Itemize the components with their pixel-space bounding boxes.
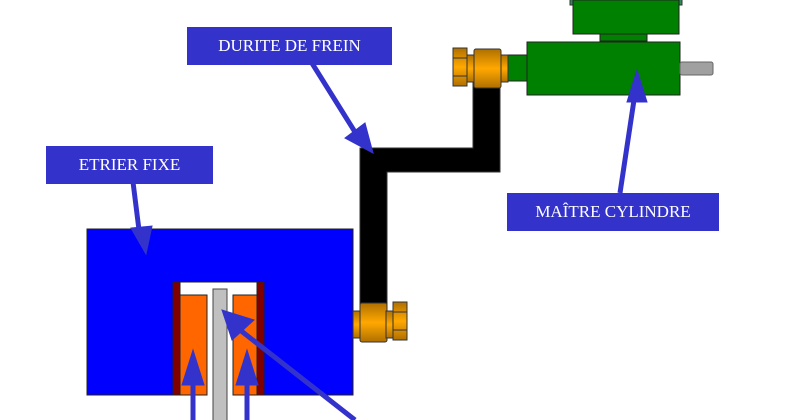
callout-arrows xyxy=(130,58,648,420)
pad-left-backing xyxy=(172,281,181,396)
piston-right-arrow-head xyxy=(235,348,259,386)
fitting-nut xyxy=(392,301,408,341)
master-cylinder xyxy=(506,0,714,96)
fitting-body xyxy=(473,48,502,89)
fitting-body xyxy=(359,302,388,343)
disc-arrow-line xyxy=(238,328,357,420)
disc-arrow-head xyxy=(221,309,255,341)
bottom-fitting xyxy=(352,301,408,343)
hose-arrow-line xyxy=(307,58,363,142)
caliper-arrow-head xyxy=(130,225,153,256)
fixed-caliper xyxy=(86,228,354,420)
reservoir-neck xyxy=(599,33,648,42)
hose-arrow-head xyxy=(344,122,374,154)
pad-right-backing xyxy=(256,281,265,396)
label-master-cylinder: MAÎTRE CYLINDRE xyxy=(507,193,719,231)
label-brake-hose: DURITE DE FREIN xyxy=(187,27,392,65)
label-fixed-caliper: ETRIER FIXE xyxy=(46,146,213,184)
brake-hose xyxy=(359,79,501,306)
pushrod xyxy=(679,61,714,76)
cylinder-nozzle xyxy=(506,54,528,82)
piston-left-arrow-head xyxy=(181,348,205,386)
master-arrow-line xyxy=(617,99,637,194)
cylinder-body xyxy=(526,41,681,96)
brake-disc xyxy=(212,288,228,420)
top-fitting xyxy=(452,47,509,89)
fitting-nut xyxy=(452,47,468,87)
reservoir xyxy=(572,0,680,35)
master-arrow-head xyxy=(626,68,648,103)
